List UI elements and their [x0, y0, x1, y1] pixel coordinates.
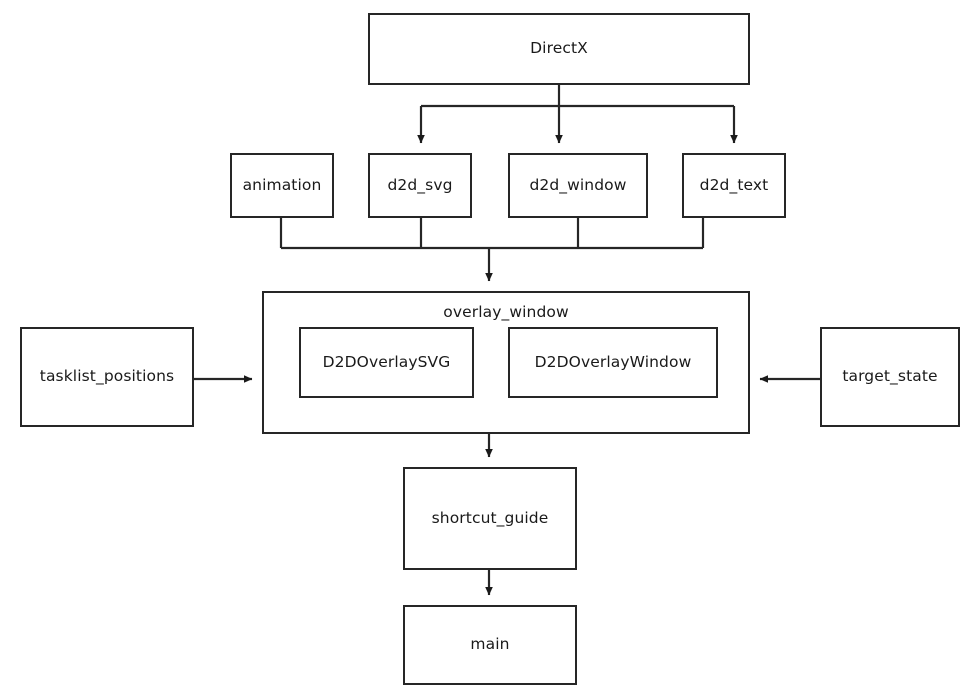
node-overlay-window[interactable]: overlay_window: [262, 291, 750, 434]
node-main-label: main: [470, 635, 510, 654]
node-animation-label: animation: [242, 175, 322, 194]
node-d2doverlaywindow[interactable]: D2DOverlayWindow: [508, 327, 718, 398]
node-shortcut-guide[interactable]: shortcut_guide: [403, 467, 577, 570]
node-d2doverlaysvg-label: D2DOverlaySVG: [322, 352, 451, 371]
node-target-state-label: target_state: [842, 367, 938, 386]
node-directx[interactable]: DirectX: [368, 13, 750, 85]
node-d2d-svg[interactable]: d2d_svg: [368, 153, 472, 218]
node-d2doverlaywindow-label: D2DOverlayWindow: [534, 352, 692, 371]
node-overlay-window-label: overlay_window: [443, 303, 569, 321]
node-d2doverlaysvg[interactable]: D2DOverlaySVG: [299, 327, 474, 398]
node-d2d-svg-label: d2d_svg: [387, 175, 453, 194]
node-d2d-text-label: d2d_text: [699, 175, 769, 194]
node-tasklist-positions-label: tasklist_positions: [39, 367, 175, 386]
node-main[interactable]: main: [403, 605, 577, 685]
node-shortcut-guide-label: shortcut_guide: [431, 508, 549, 527]
node-d2d-text[interactable]: d2d_text: [682, 153, 786, 218]
node-tasklist-positions[interactable]: tasklist_positions: [20, 327, 194, 427]
node-d2d-window[interactable]: d2d_window: [508, 153, 648, 218]
node-directx-label: DirectX: [530, 39, 588, 58]
node-target-state[interactable]: target_state: [820, 327, 960, 427]
node-animation[interactable]: animation: [230, 153, 334, 218]
node-d2d-window-label: d2d_window: [529, 175, 627, 194]
